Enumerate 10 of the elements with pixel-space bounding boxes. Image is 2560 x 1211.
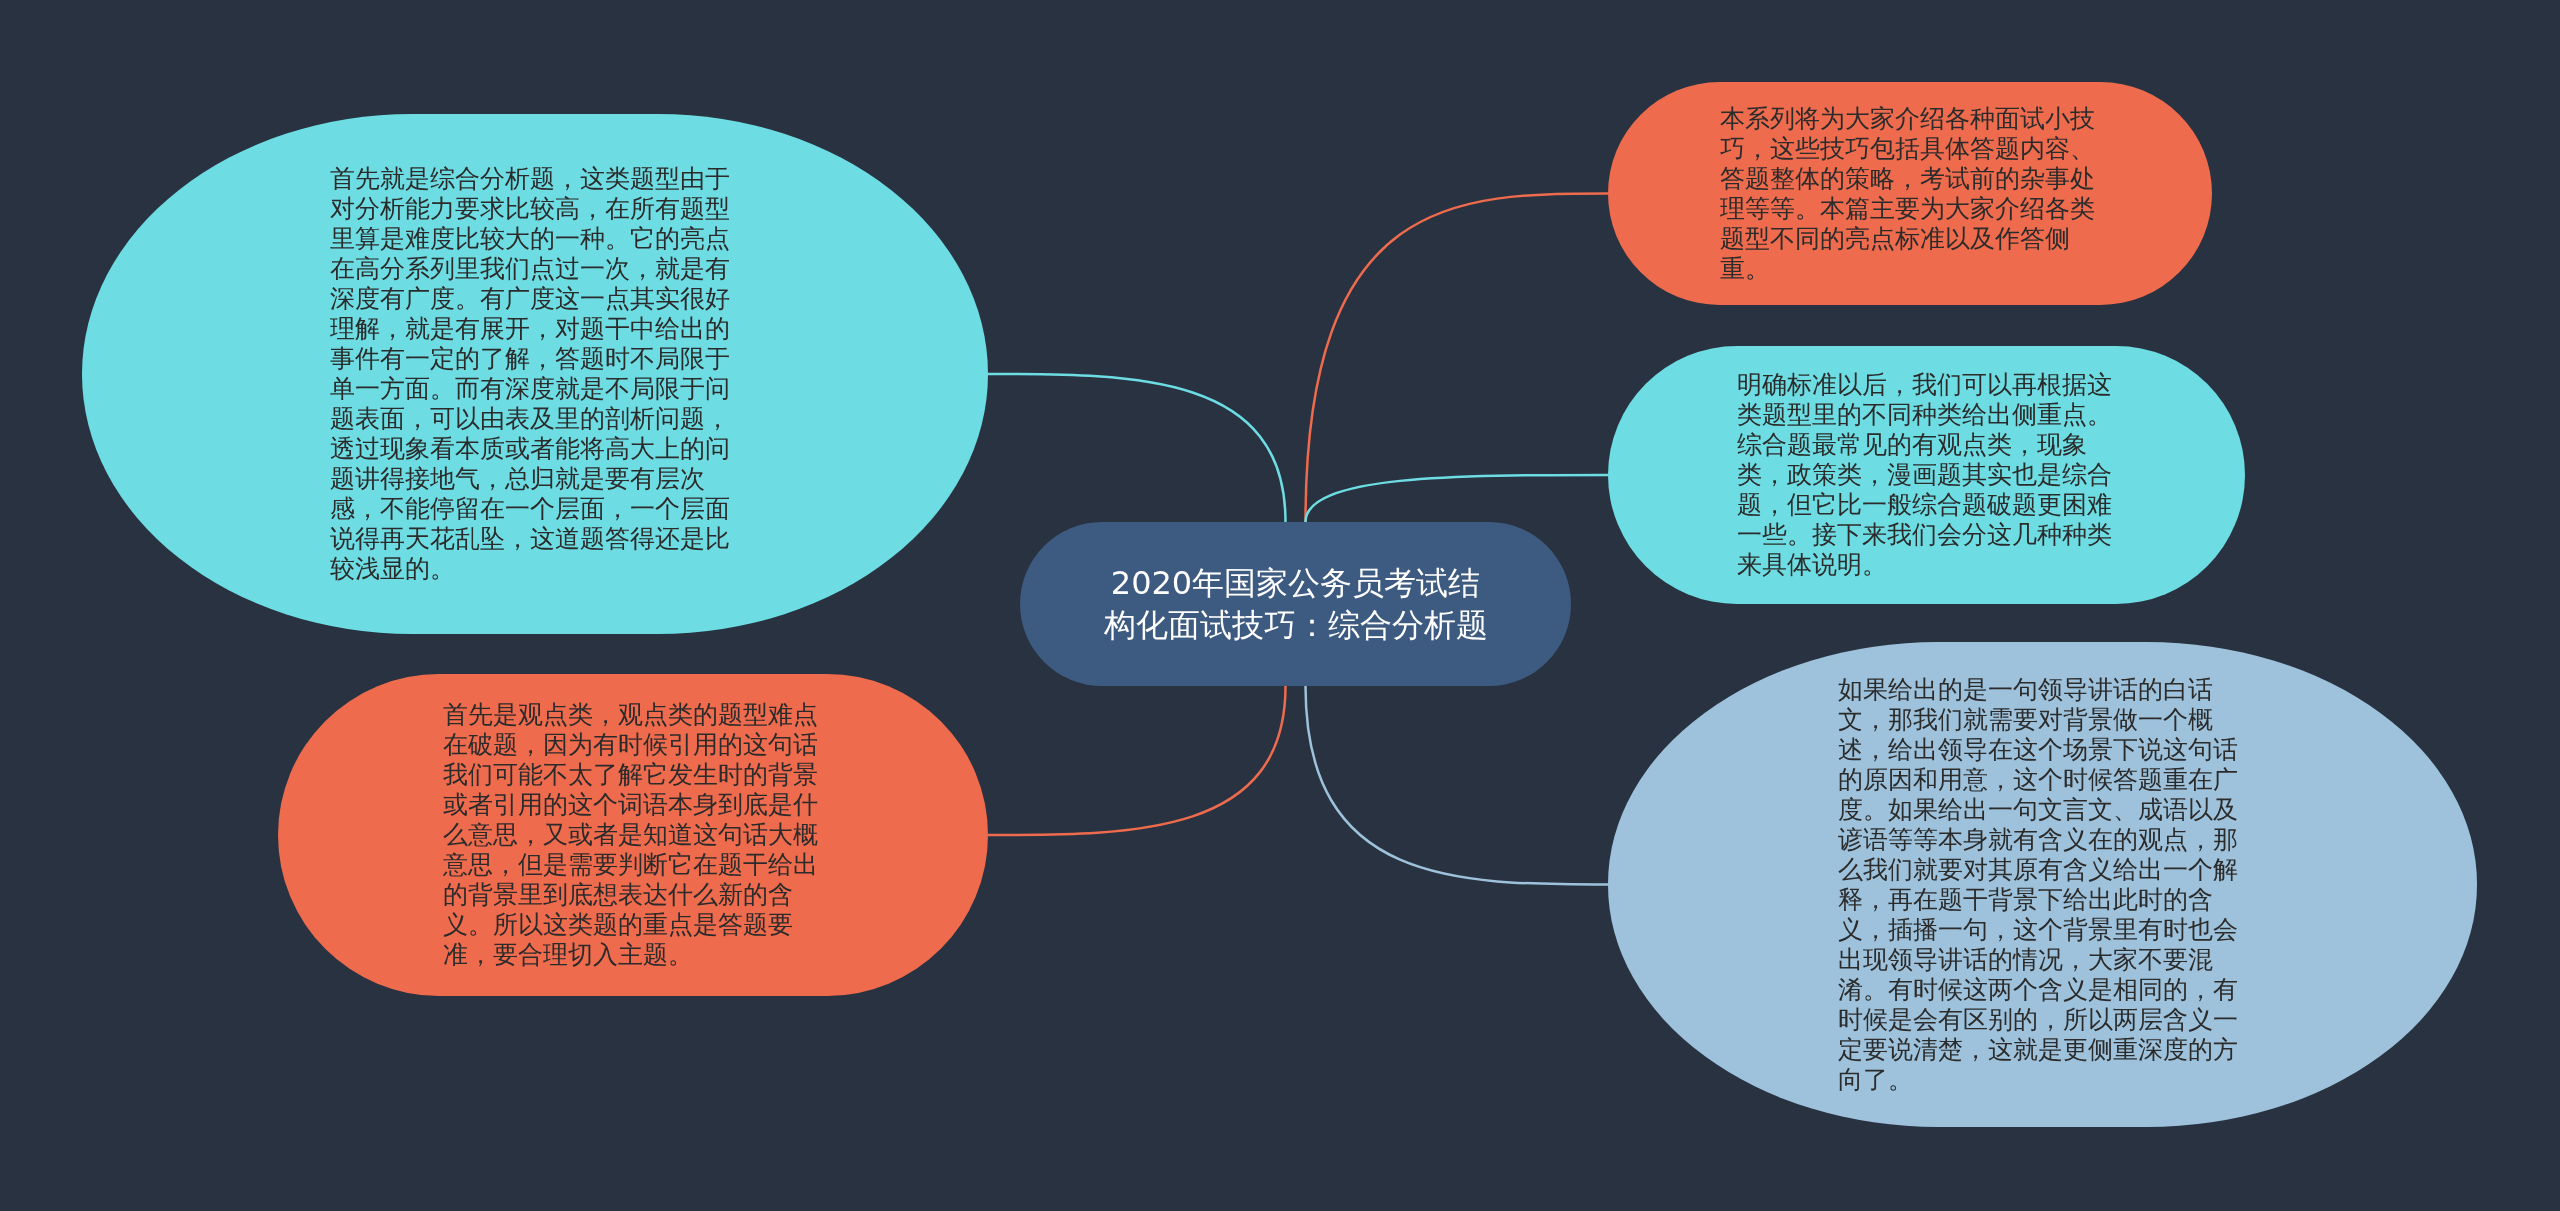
connector-line — [1304, 685, 1608, 886]
connector-line — [988, 372, 1287, 523]
paragraph-text: 如果给出的是一句领导讲话的白话文，那我们就需要对背景做一个概述，给出领导在这个场景下说这句话的原因和用意，这个时候答题重在广度。如果给出一句文言文、成语以及谚语等等本身就有含义在的观点，那么我们就要对其原有含义给出一个解释，再在题干背景下给出此时的含义，插播一句，这个背景里有时也会出现领导讲话的情况，大家不要混淆。有时候这两个含义是相同的，有时候是会有区别的，所以两层含义一定要说清楚，这就是更侧重深度的方向了。 — [1837, 674, 2239, 1095]
paragraph-text: 首先是观点类，观点类的题型难点在破题，因为有时候引用的这句话我们可能不太了解它发生时的背景或者引用的这个词语本身到底是什么意思，又或者是知道这句话大概意思，但是需要判断它在题干给出的背景里到底想表达什么新的含义。所以这类题的重点是答题要准，要合理切入主题。 — [443, 700, 819, 970]
paragraph-text: 明确标准以后，我们可以再根据这类题型里的不同种类给出侧重点。综合题最常见的有观点类，现象类，政策类，漫画题其实也是综合题，但它比一般综合题破题更困难一些。接下来我们会分这几种种类来具体说明。 — [1736, 370, 2113, 580]
connector-line — [988, 685, 1287, 837]
topic-text: 2020年国家公务员考试结构化面试技巧：综合分析题 — [1102, 563, 1489, 646]
paragraph-text: 本系列将为大家介绍各种面试小技巧，这些技巧包括具体答题内容、答题整体的策略，考试前的杂事处理等等。本篇主要为大家介绍各类题型不同的亮点标准以及作答侧重。 — [1720, 103, 2096, 284]
connector-line — [1304, 473, 1608, 523]
paragraph-text: 首先就是综合分析题，这类题型由于对分析能力要求比较高，在所有题型里算是难度比较大的一种。它的亮点在高分系列里我们点过一次，就是有深度有广度。有广度这一点其实很好理解，就是有展开，对题干中给出的事件有一定的了解，答题时不局限于单一方面。而有深度就是不局限于问题表面，可以由表及里的剖析问题，透过现象看本质或者能将高大上的问题讲得接地气，总归就是要有层次感，不能停留在一个层面，一个层面说得再天花乱坠，这道题答得还是比较浅显的。 — [330, 164, 731, 584]
